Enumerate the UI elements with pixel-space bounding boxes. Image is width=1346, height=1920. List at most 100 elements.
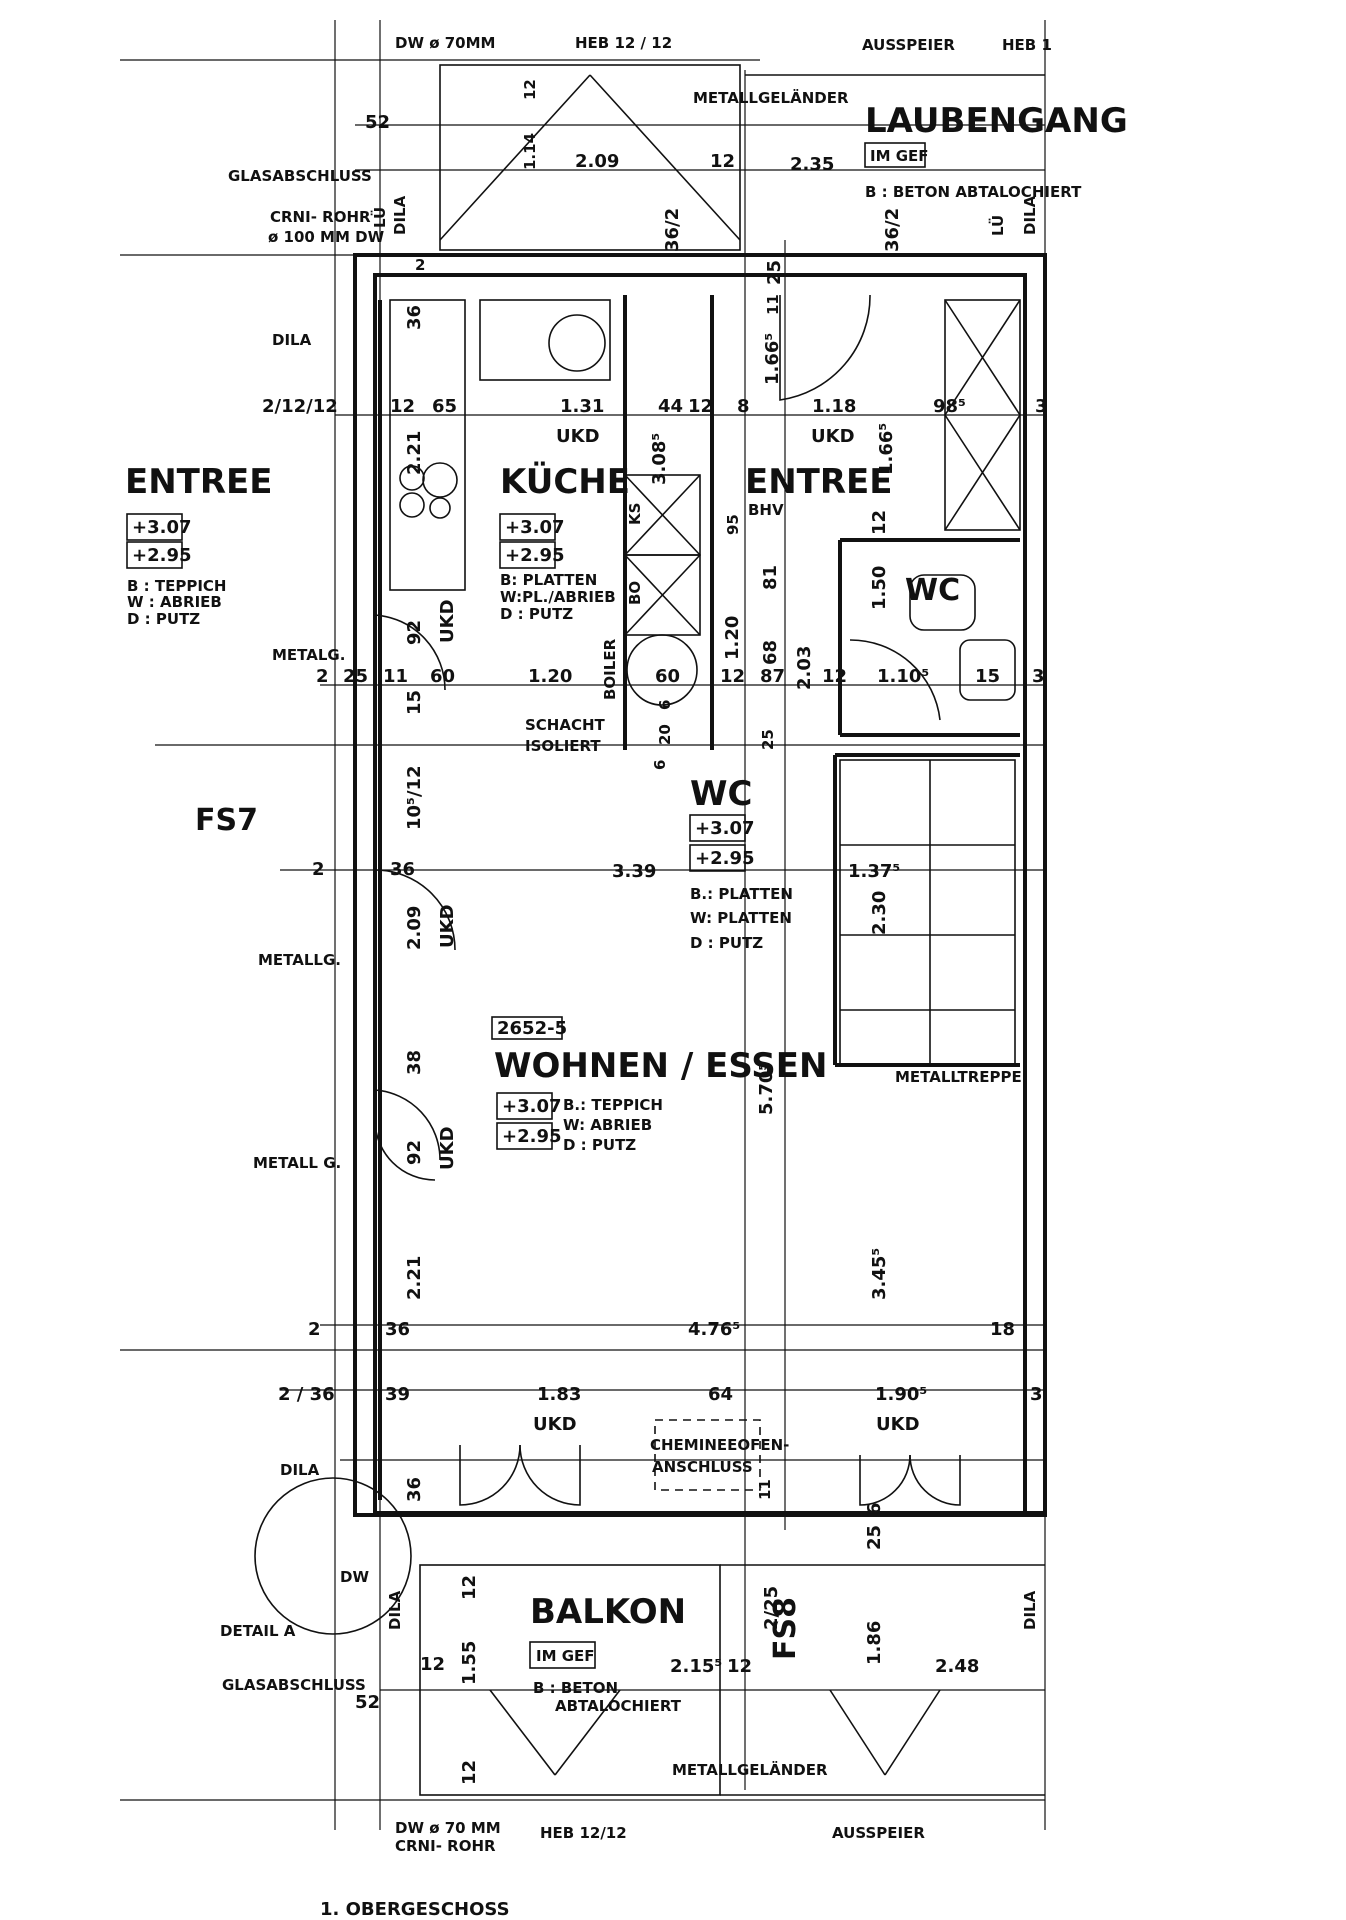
- height-upper: +3.07: [132, 517, 192, 538]
- dim: 68: [760, 640, 781, 665]
- dim: 3.39: [612, 861, 656, 882]
- dim: 81: [760, 565, 781, 590]
- room-tag: IM GEF: [870, 147, 929, 165]
- dim: 98⁵: [933, 396, 966, 417]
- height-upper: +3.07: [502, 1096, 562, 1117]
- note-detail-a: DETAIL A: [220, 1622, 296, 1640]
- ukd-label: UKD: [437, 904, 458, 948]
- dim: 1.90⁵: [875, 1384, 927, 1405]
- height-lower: +2.95: [695, 848, 755, 869]
- dim: 25: [764, 260, 785, 285]
- dim: 38: [404, 1050, 425, 1075]
- ukd-label: UKD: [556, 426, 600, 447]
- note-glasabschluss-top: GLASABSCHLUSS: [228, 167, 372, 185]
- note-dila-left: DILA: [391, 195, 409, 235]
- floor-finish: B.: TEPPICH: [563, 1096, 663, 1114]
- floor-finish: B: PLATTEN: [500, 571, 597, 589]
- note-metallg: METALLG.: [258, 951, 341, 969]
- floor-finish: B.: PLATTEN: [690, 885, 793, 903]
- note-metallgelaender-bot: METALLGELÄNDER: [672, 1760, 828, 1779]
- ventilation-shaft: [944, 299, 1021, 531]
- dim: 1.20: [722, 616, 743, 660]
- dim: 3: [1032, 666, 1045, 687]
- note-dila-detail: DILA: [280, 1461, 320, 1479]
- dim: 11: [756, 1479, 774, 1500]
- dim: 1.10⁵: [877, 666, 929, 687]
- room-name: LAUBENGANG: [865, 101, 1128, 141]
- room-name: KÜCHE: [500, 461, 630, 502]
- room-name: BALKON: [530, 1592, 686, 1632]
- wall-finish: W: PLATTEN: [690, 909, 792, 927]
- note-anschluss: ANSCHLUSS: [652, 1458, 753, 1476]
- dim: 15: [404, 690, 425, 715]
- note-chemineeofen: CHEMINEEOFEN-: [650, 1436, 789, 1454]
- height-lower: +2.95: [505, 545, 565, 566]
- ceiling-finish: D : PUTZ: [690, 934, 763, 952]
- annotations: DW ø 70MM HEB 12 / 12 AUSSPEIER HEB 1 ME…: [195, 34, 1052, 1920]
- wc-fittings: [909, 574, 1016, 701]
- dim: 36: [404, 1477, 425, 1502]
- ceiling-finish: D : PUTZ: [127, 610, 200, 628]
- ukd-labels: UKD UKD UKD UKD UKD UKD UKD: [437, 426, 920, 1435]
- floor-finish: B : BETON ABTALOCHIERT: [865, 183, 1082, 201]
- dim: 25: [759, 729, 777, 750]
- floor-finish-2: ABTALOCHIERT: [555, 1697, 682, 1715]
- metalltreppe-structure: [839, 759, 1016, 1066]
- note-metalltreppe: METALLTREPPE: [895, 1068, 1022, 1086]
- room-entree-mid: ENTREE: [745, 462, 893, 502]
- dim: 1.86: [864, 1621, 885, 1665]
- room-balkon: BALKON IM GEF B : BETON ABTALOCHIERT: [529, 1592, 686, 1715]
- room-entree-left: ENTREE +3.07 +2.95 B : TEPPICH W : ABRIE…: [125, 462, 273, 628]
- room-name: ENTREE: [745, 462, 893, 502]
- dim: 1.66⁵: [876, 423, 897, 475]
- room-tag: IM GEF: [536, 1647, 595, 1665]
- dim: 12: [710, 151, 735, 172]
- room-kueche: KÜCHE +3.07 +2.95 B: PLATTEN W:PL./ABRIE…: [499, 461, 630, 623]
- dim: 65: [432, 396, 457, 417]
- dim: 36: [390, 859, 415, 880]
- room-name: WC: [905, 573, 960, 608]
- note-isoliert: ISOLIERT: [525, 737, 601, 755]
- note-dila-bot: DILA: [386, 1590, 404, 1630]
- room-id: 2652-5: [497, 1018, 567, 1039]
- room-wc-top: WC: [905, 573, 960, 608]
- dim: 2: [316, 666, 329, 687]
- dim: 3: [1035, 396, 1048, 417]
- kitchen-fittings: [389, 299, 701, 706]
- note-metall-g: METALL G.: [253, 1154, 341, 1172]
- note-heb-top: HEB 12 / 12: [575, 34, 672, 52]
- note-boiler: BOILER: [601, 638, 619, 700]
- section-fs7: FS7: [195, 803, 258, 838]
- dim: 11: [764, 294, 782, 315]
- height-upper: +3.07: [505, 517, 565, 538]
- ukd-label: UKD: [437, 599, 458, 643]
- height-upper: +3.07: [695, 818, 755, 839]
- note-metallgelaender-top: METALLGELÄNDER: [693, 88, 849, 107]
- room-laubengang: LAUBENGANG IM GEF B : BETON ABTALOCHIERT: [864, 101, 1128, 201]
- dim: 2: [308, 1319, 321, 1340]
- dim: 25: [343, 666, 368, 687]
- floor-finish: B : TEPPICH: [127, 577, 227, 595]
- dim: 44: [658, 396, 683, 417]
- dim: 36/2: [662, 208, 683, 252]
- dim: 12: [459, 1575, 480, 1600]
- dim: 92: [404, 620, 425, 645]
- dim: 1.66⁵: [762, 333, 783, 385]
- dim: 1.20: [528, 666, 572, 687]
- note-bo: BO: [626, 581, 644, 605]
- chimney-connection-marker: [654, 1419, 761, 1491]
- note-dila-top: DILA: [272, 331, 312, 349]
- dim: 2 / 36: [278, 1384, 335, 1405]
- dim: 12: [727, 1656, 752, 1677]
- dim: 64: [708, 1384, 733, 1405]
- dim: 12: [521, 79, 539, 100]
- note-heb-bot: HEB 12/12: [540, 1824, 627, 1842]
- note-dila-right: DILA: [1021, 195, 1039, 235]
- detail-a-circle: [254, 1477, 412, 1635]
- dim: 60: [430, 666, 455, 687]
- dim: 2: [312, 859, 325, 880]
- dim: 12: [420, 1654, 445, 1675]
- room-wc-mid: WC +3.07 +2.95 B.: PLATTEN W: PLATTEN D …: [689, 774, 793, 952]
- dim: 2.21: [404, 1256, 425, 1300]
- dim: 2/25: [761, 1586, 782, 1630]
